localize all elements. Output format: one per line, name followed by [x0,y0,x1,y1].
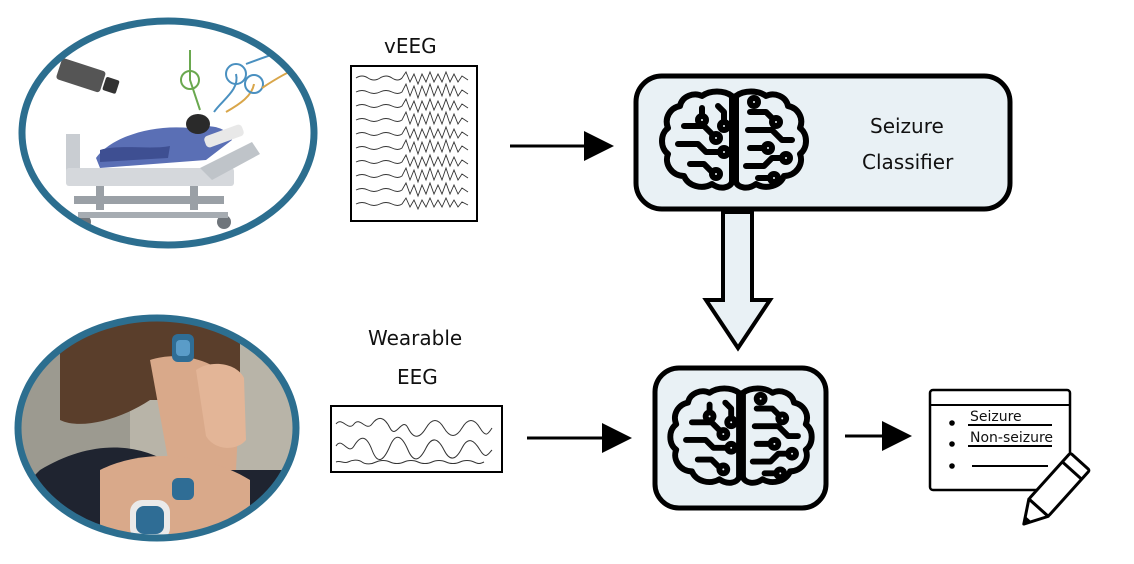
classifier-title-line1: Seizure [870,114,944,138]
veeg-label: vEEG [384,34,437,58]
veeg-signal-plot [350,65,478,222]
wearable-label: Wearable [368,326,463,350]
pencil-icon [1022,452,1091,526]
classifier-title-line2: Classifier [862,150,954,174]
camera-icon [56,58,120,94]
seizure-classifier-box [633,73,1013,212]
wearable-eeg-signal-plot [330,405,503,473]
wearable-photo [14,314,300,542]
transfer-arrow [702,210,774,352]
hospital-photo [18,17,318,249]
report-item-seizure: Seizure [970,409,1022,425]
wearable-sensor-icon [130,334,194,538]
report-item-non-seizure: Non-seizure [970,430,1054,446]
trained-classifier-box [652,365,829,511]
report-card [928,388,1072,492]
eeg-label: EEG [397,365,438,389]
